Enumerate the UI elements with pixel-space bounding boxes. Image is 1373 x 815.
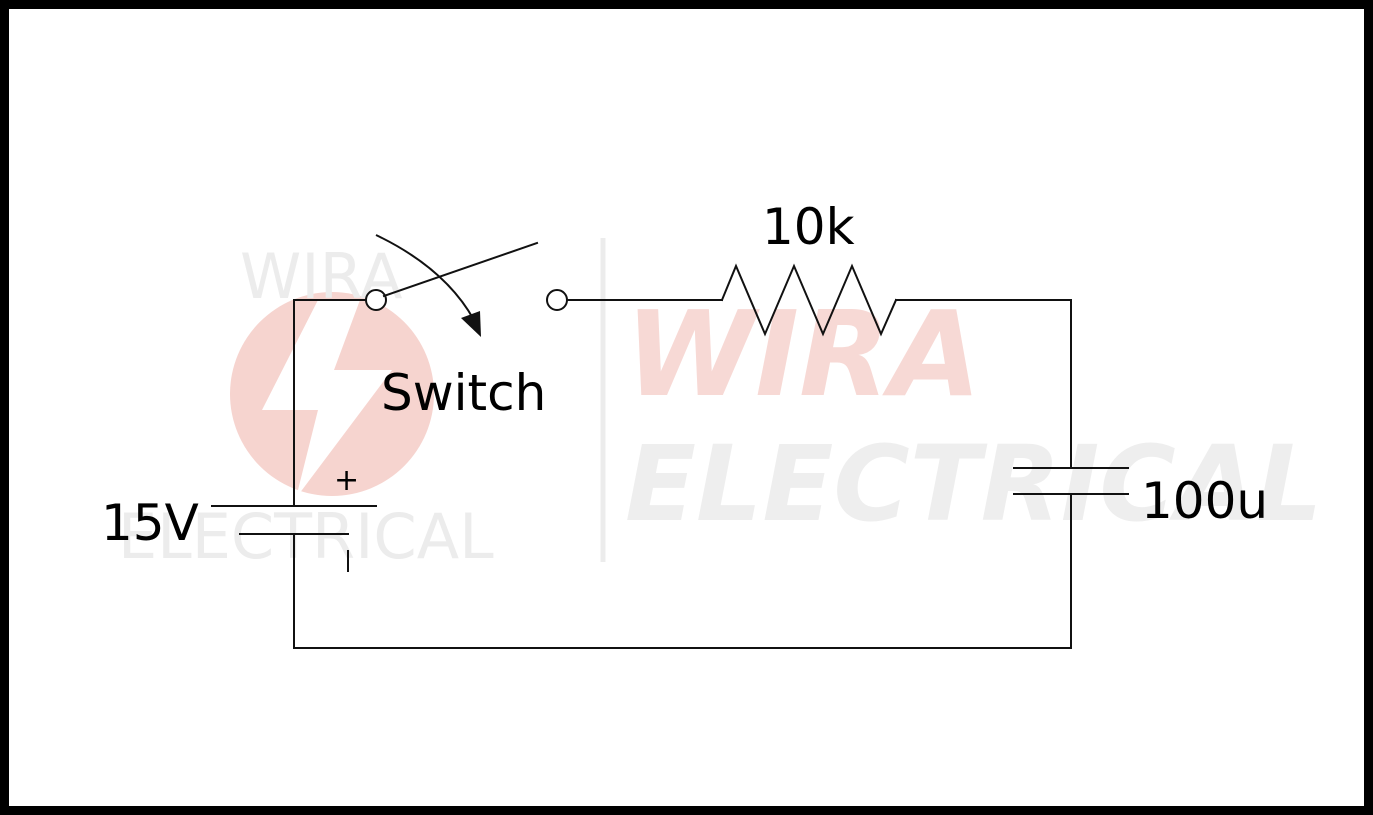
switch: Switch: [365, 234, 568, 422]
switch-label: Switch: [381, 364, 546, 422]
wire-resistor-capacitor: [895, 299, 1072, 469]
battery: + 15V: [101, 463, 377, 572]
watermark-big-bottom: ELECTRICAL: [625, 423, 1322, 545]
resistor-label: 10k: [762, 198, 855, 256]
capacitor: 100u: [1013, 467, 1268, 530]
wire-left-top: [293, 299, 367, 507]
watermark-small-bottom: ELECTRICAL: [118, 500, 494, 573]
battery-label: 15V: [101, 494, 199, 552]
resistor-zigzag: [720, 263, 898, 337]
watermark-big-top: WIRA: [625, 285, 981, 423]
switch-terminal-left: [365, 289, 387, 311]
battery-plus-sign: +: [334, 463, 359, 498]
switch-terminal-right: [546, 289, 568, 311]
wire-capacitor-bottom: [293, 493, 1072, 649]
capacitor-label: 100u: [1141, 472, 1268, 530]
switch-arrowhead-icon: [461, 311, 481, 337]
switch-arc: [375, 234, 475, 321]
wires: [293, 299, 1072, 649]
switch-blade: [382, 241, 539, 298]
resistor: 10k: [720, 198, 898, 337]
